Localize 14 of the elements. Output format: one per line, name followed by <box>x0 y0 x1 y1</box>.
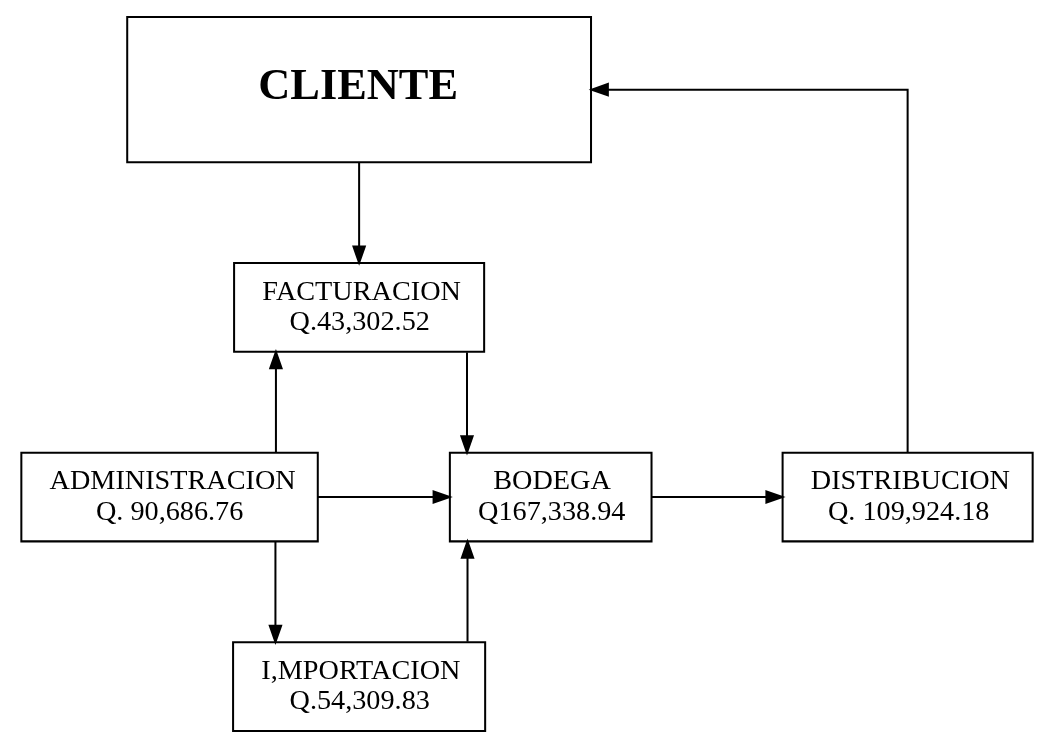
node-box: BODEGA Q167,338.94 <box>448 451 653 542</box>
arrow <box>351 162 366 266</box>
node-box: FACTURACION Q.43,302.52 <box>232 261 485 353</box>
arrow <box>459 538 475 642</box>
node-box: DISTRIBUCION Q. 109,924.18 <box>781 451 1034 542</box>
node-box: I,MPORTACION Q.54,309.83 <box>231 640 486 732</box>
arrow <box>268 348 283 452</box>
arrow <box>459 351 474 455</box>
arrow <box>588 82 909 453</box>
arrow <box>651 489 786 504</box>
node-box: ADMINISTRACION Q. 90,686.76 <box>19 451 319 542</box>
arrow <box>317 489 453 504</box>
arrow <box>267 541 282 645</box>
node-box: CLIENTE <box>125 15 592 163</box>
